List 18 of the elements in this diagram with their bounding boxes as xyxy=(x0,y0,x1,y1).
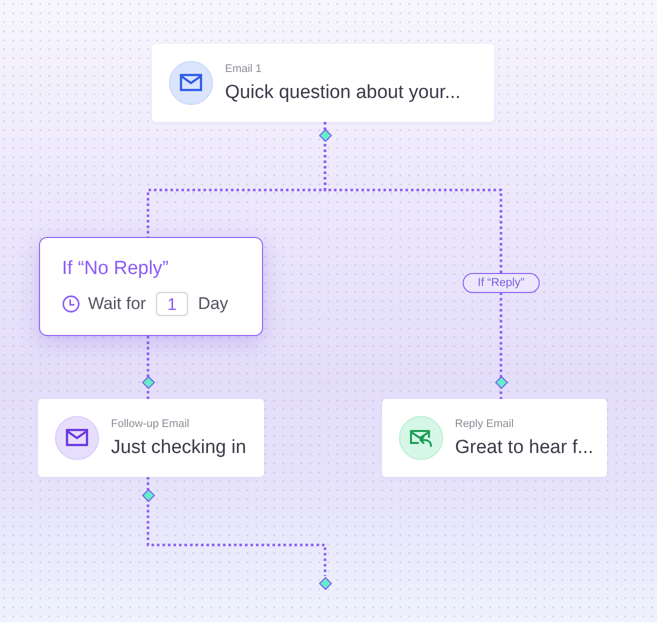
email-step-card xyxy=(38,399,264,477)
dotted-connector xyxy=(146,336,150,399)
email-subject: Quick question about your... xyxy=(225,80,461,104)
wait-label: Wait for xyxy=(88,293,146,315)
edge-label: If “Reply” xyxy=(462,273,540,293)
step-type-label: Follow-up Email xyxy=(111,416,190,430)
number-input-field: 1 xyxy=(156,292,188,316)
step-type-label: Email 1 xyxy=(225,62,263,76)
dotted-connector xyxy=(324,122,502,399)
email-step-card xyxy=(382,399,607,477)
email-subject: Just checking in xyxy=(111,436,246,460)
step-type-label: Reply Email xyxy=(455,416,515,430)
email-step-card xyxy=(152,44,494,122)
condition-card xyxy=(39,237,263,336)
unit-label: Day xyxy=(198,293,228,315)
condition-heading: If “No Reply” xyxy=(62,257,170,281)
email-subject: Great to hear f... xyxy=(455,436,594,460)
dotted-connector xyxy=(146,477,326,576)
